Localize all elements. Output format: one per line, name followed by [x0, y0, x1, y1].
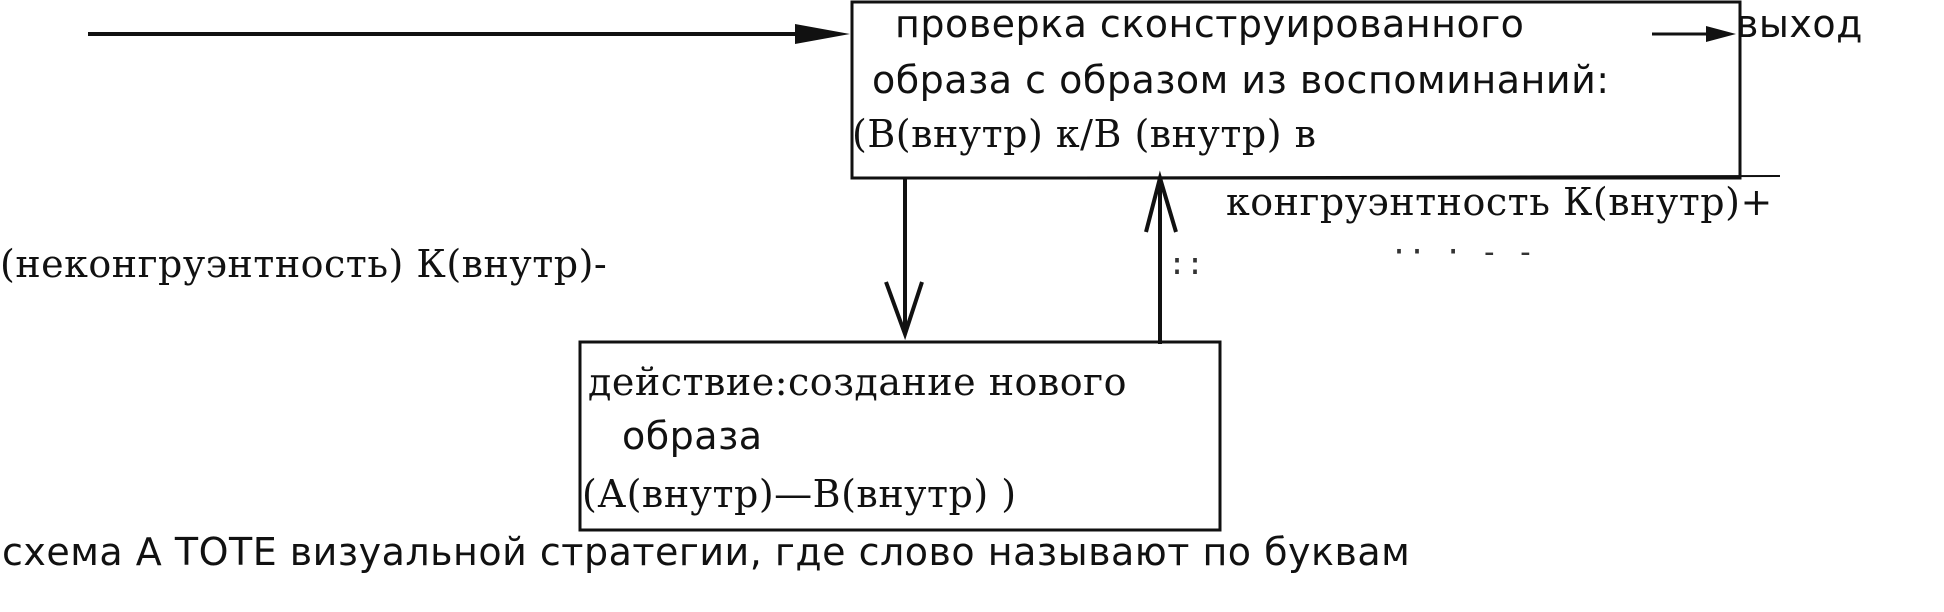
operate-box: [578, 340, 1222, 532]
caption: схема А TOTE визуальной стратегии, где с…: [2, 530, 1411, 574]
congruence-label: конгруэнтность К(внутр)+: [1226, 180, 1773, 224]
input-arrowhead: [795, 24, 850, 44]
up-arrowhead: [1144, 170, 1178, 233]
operate-box-line1: действие:создание нового: [588, 360, 1127, 404]
test-box-line1: проверка сконструированного: [895, 2, 1525, 46]
test-box-line2: образа с образом из воспоминаний:: [872, 58, 1610, 102]
test-box-bottom-extension: [851, 175, 1781, 179]
exit-label: выход: [1736, 2, 1863, 46]
down-arrowhead: [884, 281, 924, 341]
congruence-dashes: ·· · - -: [1390, 235, 1535, 270]
operate-box-line2: образа: [622, 414, 763, 458]
test-box-line3: (В(внутр) к/В (внутр) в: [852, 112, 1317, 156]
congruence-dots: ::: [1168, 247, 1205, 282]
operate-box-line3: (А(внутр)—В(внутр) ): [582, 472, 1017, 516]
exit-arrowhead: [1706, 26, 1736, 42]
incongruence-label: (неконгруэнтность) К(внутр)-: [0, 242, 608, 286]
